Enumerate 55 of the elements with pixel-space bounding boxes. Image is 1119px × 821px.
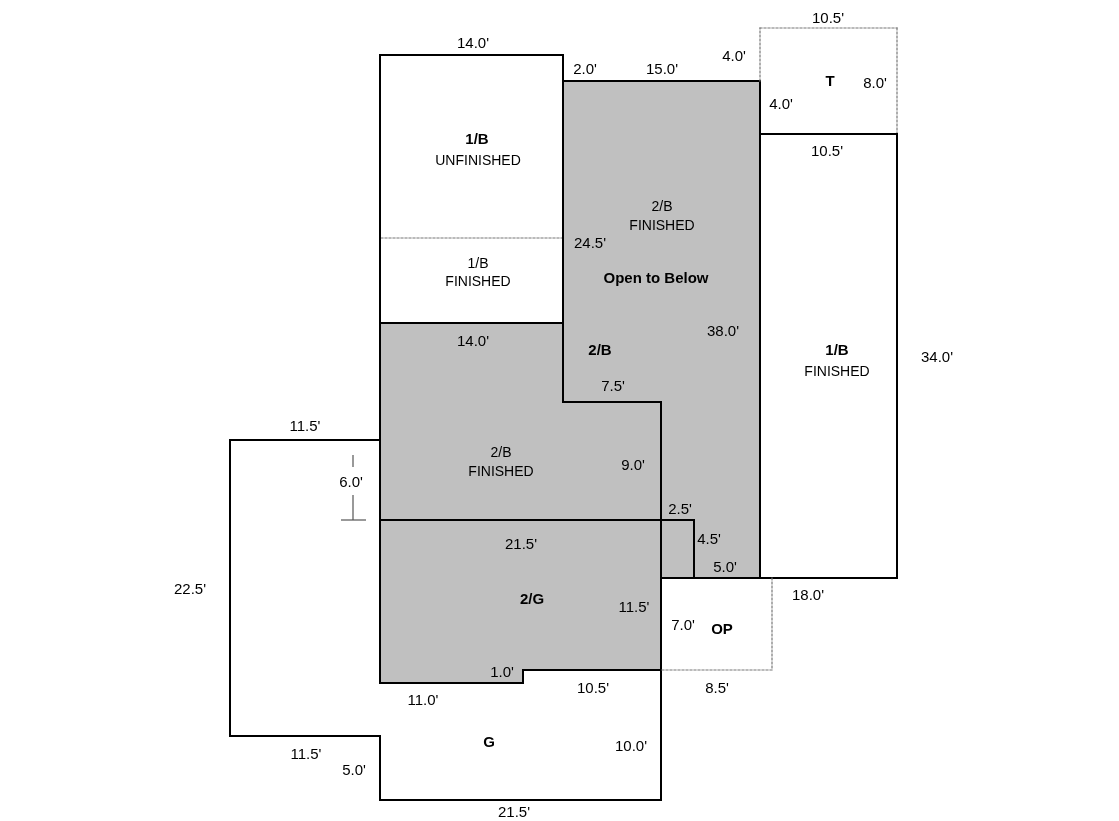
area-label: FINISHED — [629, 218, 695, 232]
dimension-label: 11.5' — [618, 598, 650, 614]
floor-area — [563, 81, 760, 578]
dimension-label: 1.0' — [490, 663, 514, 679]
dimension-label: 14.0' — [456, 332, 490, 348]
dimension-label: 21.5' — [497, 803, 531, 819]
floor-area — [661, 578, 772, 670]
dimension-label: 9.0' — [621, 456, 645, 472]
dimension-label: 18.0' — [791, 586, 825, 602]
dimension-label: 4.0' — [722, 47, 746, 63]
dimension-label: 11.5' — [289, 417, 321, 433]
area-label: UNFINISHED — [435, 153, 521, 167]
dimension-label: 4.5' — [697, 530, 721, 546]
area-label: 1/B — [467, 256, 489, 270]
dimension-label: 2.5' — [668, 500, 692, 516]
area-label: 1/B — [465, 130, 489, 146]
dimension-label: 2.0' — [573, 60, 597, 76]
area-label: FINISHED — [445, 274, 511, 288]
dimension-label: 8.0' — [863, 74, 887, 90]
dimension-label: 4.0' — [769, 95, 793, 111]
dimension-label: 21.5' — [504, 535, 538, 551]
floor-area — [380, 55, 563, 238]
area-label: 2/G — [519, 590, 545, 606]
dimension-label: 10.0' — [614, 737, 648, 753]
dimension-label: 5.0' — [713, 558, 737, 574]
floor-area — [380, 323, 661, 520]
dimension-label: 10.5' — [576, 679, 610, 695]
area-label: 2/B — [490, 445, 512, 459]
area-label: 1/B — [825, 341, 849, 357]
dimension-label: 6.0' — [339, 473, 363, 489]
dimension-label: 22.5' — [173, 580, 207, 596]
area-label: FINISHED — [804, 364, 870, 378]
area-label: 2/B — [651, 199, 673, 213]
area-label: Open to Below — [603, 269, 709, 285]
dimension-label: 11.0' — [407, 691, 439, 707]
dimension-label: 7.5' — [601, 377, 625, 393]
area-label: G — [483, 733, 495, 749]
dimension-label: 7.0' — [671, 616, 695, 632]
area-label: 2/B — [588, 341, 612, 357]
dimension-label: 10.5' — [811, 9, 845, 25]
dimension-label: 24.5' — [573, 234, 607, 250]
floor-area — [760, 28, 897, 134]
area-label: FINISHED — [468, 464, 534, 478]
floor-area — [760, 134, 897, 578]
dimension-label: 15.0' — [645, 60, 679, 76]
dimension-label: 34.0' — [920, 348, 954, 364]
area-label: T — [825, 72, 835, 88]
dimension-label: 8.5' — [705, 679, 729, 695]
floor-area — [230, 440, 661, 800]
dimension-label: 14.0' — [456, 34, 490, 50]
dimension-label: 38.0' — [706, 322, 740, 338]
area-label: OP — [711, 620, 733, 636]
dimension-label: 10.5' — [810, 142, 844, 158]
dimension-label: 5.0' — [342, 761, 366, 777]
dimension-label: 11.5' — [290, 745, 322, 761]
